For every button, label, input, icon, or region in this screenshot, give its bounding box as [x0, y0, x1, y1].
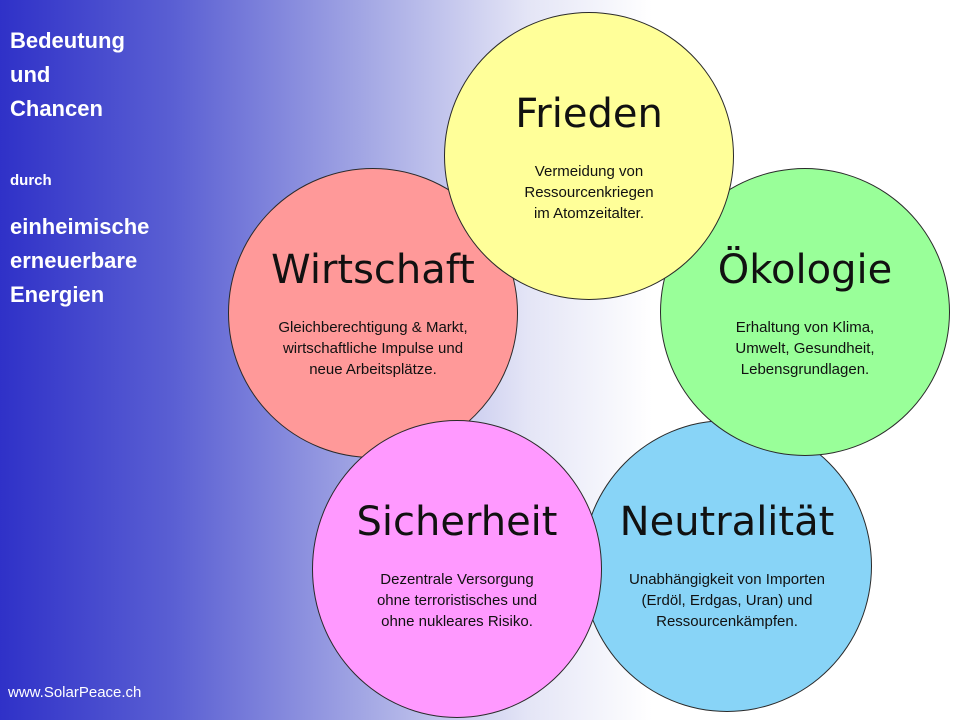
circle-description: Vermeidung von Ressourcenkriegen im Atom… — [455, 161, 723, 224]
circle-description-line: Ressourcenkämpfen. — [656, 613, 798, 630]
circle-title: Sicherheit — [356, 499, 558, 545]
circle-description-line: ohne terroristisches und — [376, 592, 538, 609]
circle-description-line: (Erdöl, Erdgas, Uran) und — [641, 592, 813, 609]
website-url: www.SolarPeace.ch — [8, 684, 142, 701]
circle-description: Unabhängigkeit von Importen (Erdöl, Erdg… — [593, 569, 861, 632]
sidebar-title-line: Bedeutung — [10, 28, 125, 53]
circle-title: Frieden — [515, 91, 663, 137]
circle-description-line: Dezentrale Versorgung — [380, 571, 534, 588]
circle-title: Ökologie — [717, 247, 893, 293]
circle-neutralitaet: Neutralität Unabhängigkeit von Importen … — [582, 420, 872, 712]
circle-title: Neutralität — [619, 499, 835, 545]
circle-description-line: Gleichberechtigung & Markt, — [278, 319, 468, 336]
circle-description-line: Erhaltung von Klima, — [735, 319, 875, 336]
circle-description-line: Umwelt, Gesundheit, — [735, 340, 875, 357]
circle-description: Erhaltung von Klima, Umwelt, Gesundheit,… — [671, 317, 939, 380]
sidebar-subject-line: erneuerbare — [10, 248, 138, 273]
circle-description-line: neue Arbeitsplätze. — [309, 361, 437, 378]
sidebar-subject: einheimische erneuerbare Energien — [10, 210, 149, 312]
circle-description-line: Unabhängigkeit von Importen — [629, 571, 825, 588]
sidebar-subject-line: Energien — [10, 282, 105, 307]
circle-description-line: im Atomzeitalter. — [533, 205, 645, 222]
sidebar-subject-line: einheimische — [10, 214, 150, 239]
circle-description-line: ohne nukleares Risiko. — [381, 613, 533, 630]
circle-description: Gleichberechtigung & Markt, wirtschaftli… — [239, 317, 507, 380]
sidebar-title-line: Chancen — [10, 96, 103, 121]
circle-description-line: Lebensgrundlagen. — [740, 361, 870, 378]
circle-description-line: Ressourcenkriegen — [524, 184, 654, 201]
circle-description: Dezentrale Versorgung ohne terroristisch… — [323, 569, 591, 632]
circle-description-line: wirtschaftliche Impulse und — [282, 340, 464, 357]
circle-title: Wirtschaft — [271, 247, 475, 293]
circle-description-line: Vermeidung von — [534, 163, 644, 180]
sidebar-title: Bedeutung und Chancen — [10, 24, 125, 126]
circle-frieden: Frieden Vermeidung von Ressourcenkriegen… — [444, 12, 734, 300]
sidebar-connector: durch — [10, 172, 52, 189]
circle-sicherheit: Sicherheit Dezentrale Versorgung ohne te… — [312, 420, 602, 718]
sidebar-title-line: und — [10, 62, 51, 87]
